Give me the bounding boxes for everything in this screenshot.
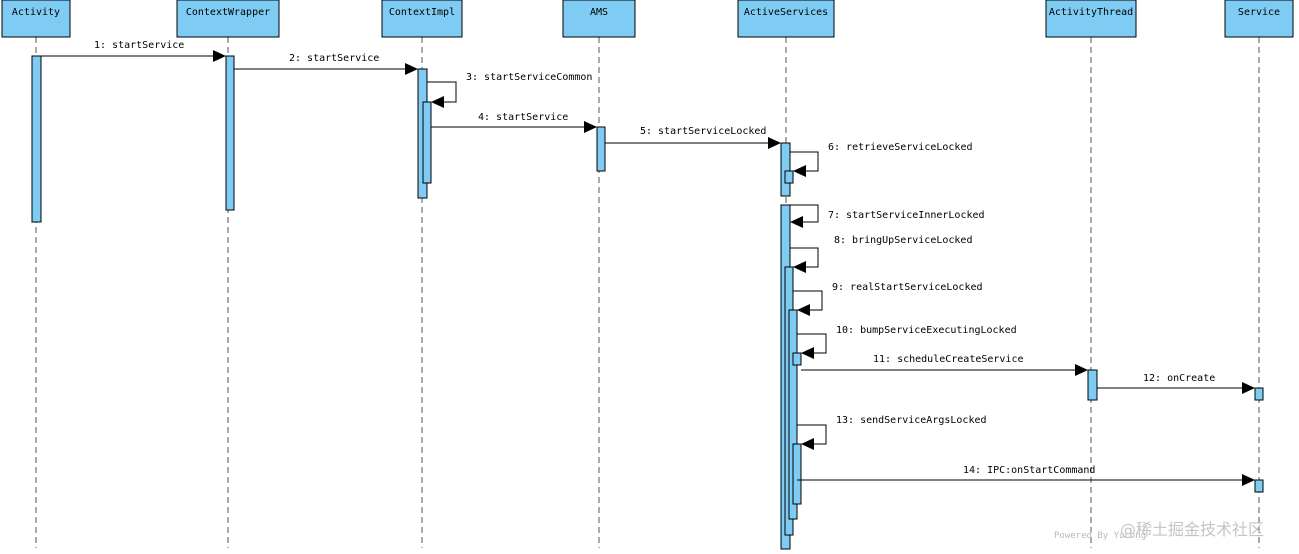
message-4: 4: startService <box>431 112 597 133</box>
message-6: 6: retrieveServiceLocked <box>790 142 973 177</box>
activation-bar-service <box>1254 387 1264 401</box>
participant-box <box>381 0 463 38</box>
self-call-arrow-line <box>427 81 457 103</box>
participant-activity: Activity <box>1 0 71 38</box>
activation-bar-activeservices <box>784 170 794 184</box>
activation-bar-activeservices <box>792 352 802 366</box>
message-arrowhead <box>768 137 781 149</box>
participant-label: ActiveServices <box>744 7 828 18</box>
participant-label: ActivityThread <box>1049 7 1133 18</box>
message-label: 9: realStartServiceLocked <box>832 282 983 293</box>
message-arrowhead <box>584 121 597 133</box>
message-14: 14: IPC:onStartCommand <box>797 465 1255 486</box>
activation-bar-activeservices <box>792 443 802 505</box>
participant-label: AMS <box>590 7 608 18</box>
message-label: 7: startServiceInnerLocked <box>828 210 985 221</box>
message-9: 9: realStartServiceLocked <box>793 282 983 316</box>
message-label: 10: bumpServiceExecutingLocked <box>836 325 1017 336</box>
participant-box <box>176 0 280 38</box>
message-arrowhead <box>213 50 226 62</box>
message-label: 11: scheduleCreateService <box>873 354 1024 365</box>
self-call-arrow-line <box>793 290 823 311</box>
participant-label: ContextWrapper <box>186 7 270 18</box>
brand-watermark: @稀土掘金技术社区 <box>1120 520 1265 539</box>
activation-bar-ams <box>596 126 606 172</box>
activation-bar-service <box>1254 479 1264 493</box>
message-label: 14: IPC:onStartCommand <box>963 465 1095 476</box>
participant-box <box>562 0 636 38</box>
participant-ams: AMS <box>562 0 636 38</box>
self-call-arrow-line <box>790 247 819 268</box>
participant-box <box>1045 0 1137 38</box>
message-label: 3: startServiceCommon <box>466 72 592 83</box>
message-label: 6: retrieveServiceLocked <box>828 142 973 153</box>
message-label: 2: startService <box>289 53 379 64</box>
message-11: 11: scheduleCreateService <box>801 354 1088 376</box>
message-arrowhead <box>793 165 806 177</box>
self-call-arrow-line <box>790 204 819 223</box>
message-arrowhead <box>797 304 810 316</box>
participant-contextimpl: ContextImpl <box>381 0 463 38</box>
self-call-arrow-line <box>797 333 827 354</box>
message-label: 1: startService <box>94 40 184 51</box>
activation-bar-activitythread <box>1087 369 1098 401</box>
message-12: 12: onCreate <box>1097 373 1255 394</box>
message-label: 4: startService <box>478 112 568 123</box>
message-8: 8: bringUpServiceLocked <box>790 235 972 273</box>
message-13: 13: sendServiceArgsLocked <box>797 415 987 450</box>
participant-box <box>737 0 835 38</box>
activation-bar-contextimpl <box>422 101 432 184</box>
participant-box <box>1 0 71 38</box>
message-arrowhead <box>405 63 418 75</box>
self-call-arrow-line <box>797 424 827 445</box>
participant-label: ContextImpl <box>389 7 455 18</box>
participant-box <box>1224 0 1294 38</box>
message-arrowhead <box>1075 364 1088 376</box>
activation-bar-activeservices <box>780 142 791 197</box>
message-10: 10: bumpServiceExecutingLocked <box>797 325 1017 359</box>
message-arrowhead <box>1242 382 1255 394</box>
message-2: 2: startService <box>234 53 418 75</box>
participant-activeservices: ActiveServices <box>737 0 835 38</box>
participant-service: Service <box>1224 0 1294 38</box>
message-label: 8: bringUpServiceLocked <box>834 235 972 246</box>
self-call-arrow-line <box>790 151 819 172</box>
message-arrowhead <box>793 261 806 273</box>
message-arrowhead <box>431 96 444 108</box>
message-label: 12: onCreate <box>1143 373 1215 384</box>
message-arrowhead <box>801 347 814 359</box>
message-5: 5: startServiceLocked <box>605 126 781 149</box>
participant-contextwrapper: ContextWrapper <box>176 0 280 38</box>
message-3: 3: startServiceCommon <box>427 72 592 108</box>
participant-activitythread: ActivityThread <box>1045 0 1137 38</box>
participant-label: Service <box>1238 7 1280 18</box>
activation-bar-contextwrapper <box>225 55 235 211</box>
participant-label: Activity <box>12 7 60 18</box>
powered-by-watermark: Powered By YuLong <box>1054 531 1147 541</box>
activation-bar-activeservices <box>788 309 798 520</box>
message-arrowhead <box>1242 474 1255 486</box>
message-arrowhead <box>790 216 803 228</box>
message-label: 5: startServiceLocked <box>640 126 766 137</box>
message-arrowhead <box>801 438 814 450</box>
activation-bar-activity <box>31 55 42 223</box>
message-1: 1: startService <box>41 40 226 62</box>
message-7: 7: startServiceInnerLocked <box>790 204 985 228</box>
message-label: 13: sendServiceArgsLocked <box>836 415 987 426</box>
